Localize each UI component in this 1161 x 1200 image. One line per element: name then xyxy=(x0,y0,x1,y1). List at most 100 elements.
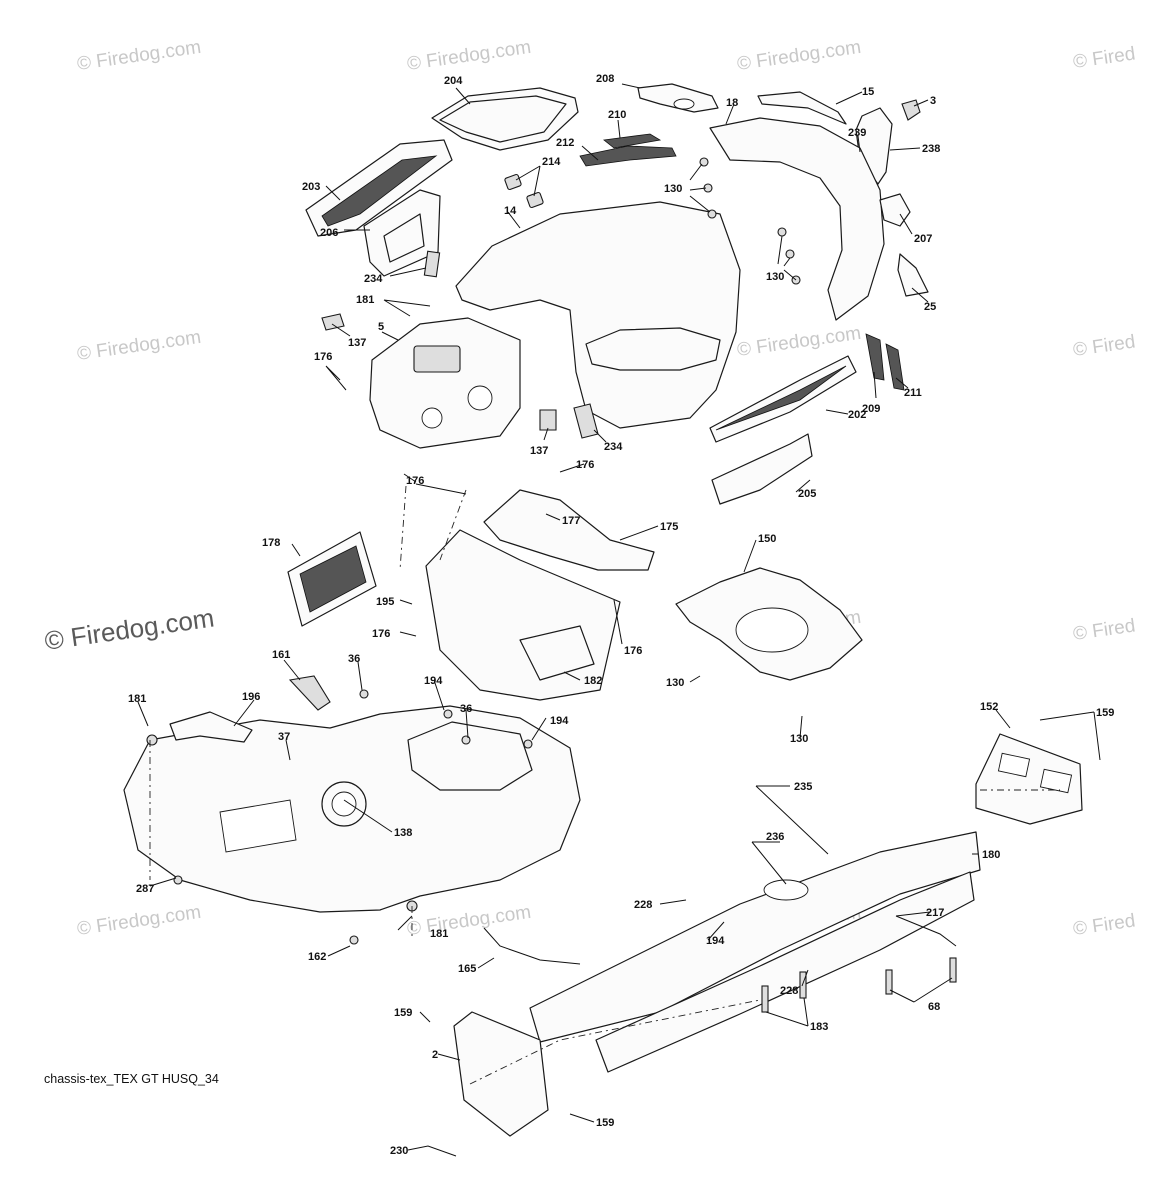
callout-label: 181 xyxy=(356,294,374,306)
assembly-lines xyxy=(149,485,1060,1085)
clip-137 xyxy=(321,313,557,431)
callout-label: 204 xyxy=(444,75,463,87)
callouts: 204 208 15 3 18 210 212 214 239 238 203 … xyxy=(128,73,1114,1157)
watermark: © Firedog.com xyxy=(76,327,203,365)
bumper-152 xyxy=(975,733,1083,825)
callout-label: 159 xyxy=(394,1007,412,1019)
callout-label: 3 xyxy=(930,95,936,107)
bracket-175 xyxy=(483,489,655,571)
callout-label: 36 xyxy=(460,703,472,715)
callout-label: 236 xyxy=(766,831,784,843)
emblem-3 xyxy=(901,99,921,121)
bolts-183-68 xyxy=(761,957,957,1013)
callout-label: 159 xyxy=(1096,707,1114,719)
dashboard-5 xyxy=(369,317,521,449)
callout-label: 203 xyxy=(302,181,320,193)
callout-label: 209 xyxy=(862,403,880,415)
callout-label: 152 xyxy=(980,701,998,713)
callout-label: 2 xyxy=(432,1049,438,1061)
light-housing-207 xyxy=(879,193,911,227)
lower-grille-202 xyxy=(709,355,857,443)
hood-14 xyxy=(455,201,741,429)
bracket-2 xyxy=(453,1011,549,1137)
callout-label: 205 xyxy=(798,488,816,500)
callout-label: 159 xyxy=(596,1117,614,1129)
callout-label: 206 xyxy=(320,227,338,239)
callout-label: 196 xyxy=(242,691,260,703)
callout-label: 176 xyxy=(372,628,390,640)
decal-234 xyxy=(423,250,441,278)
callout-label: 130 xyxy=(666,677,684,689)
callout-label: 195 xyxy=(376,596,394,608)
callout-label: 130 xyxy=(766,271,784,283)
callout-label: 208 xyxy=(596,73,614,85)
leader-lines xyxy=(137,83,1101,1157)
callout-label: 176 xyxy=(624,645,642,657)
grilles-209-211 xyxy=(865,333,905,391)
callout-label: 183 xyxy=(810,1021,828,1033)
callout-label: 182 xyxy=(584,675,602,687)
callout-label: 210 xyxy=(608,109,626,121)
watermark: © Firedog.com xyxy=(406,37,533,75)
callout-label: 130 xyxy=(790,733,808,745)
fender-pan-150 xyxy=(675,567,863,681)
callout-label: 202 xyxy=(848,409,866,421)
rod-165 xyxy=(483,927,581,965)
callout-label: 15 xyxy=(862,86,874,98)
headlight-bracket-203 xyxy=(305,139,453,237)
watermark: © Fired xyxy=(1072,43,1137,73)
trim-25 xyxy=(897,253,929,297)
callout-label: 165 xyxy=(458,963,476,975)
callout-label: 162 xyxy=(308,951,326,963)
frame-180 xyxy=(529,831,981,1073)
callout-label: 176 xyxy=(314,351,332,363)
callout-label: 176 xyxy=(576,459,594,471)
callout-label: 235 xyxy=(794,781,812,793)
watermark: © Firedog.com xyxy=(736,323,863,361)
callout-label: 194 xyxy=(706,935,725,947)
callout-label: 230 xyxy=(390,1145,408,1157)
watermark: © Firedog.com xyxy=(76,902,203,940)
callout-label: 228 xyxy=(634,899,652,911)
rod-217 xyxy=(895,915,957,947)
knob-161 xyxy=(288,675,331,711)
callout-label: 177 xyxy=(562,515,580,527)
callout-label: 238 xyxy=(922,143,940,155)
callout-label: 130 xyxy=(664,183,682,195)
watermark: © Fired xyxy=(1072,331,1137,361)
callout-label: 175 xyxy=(660,521,678,533)
callout-label: 211 xyxy=(904,387,922,399)
callout-label: 228 xyxy=(780,985,798,997)
trim-strip-15 xyxy=(757,91,847,125)
screws-130 xyxy=(699,157,801,285)
callout-label: 176 xyxy=(406,475,424,487)
callout-label: 18 xyxy=(726,97,738,109)
callout-label: 212 xyxy=(556,137,574,149)
callout-label: 194 xyxy=(424,675,443,687)
headlight-trim-208 xyxy=(637,83,719,113)
watermark: © Firedog.com xyxy=(406,902,533,940)
callout-label: 180 xyxy=(982,849,1000,861)
callout-label: 214 xyxy=(542,156,561,168)
watermark: © Firedog.com xyxy=(43,602,216,655)
pedal-196 xyxy=(169,711,253,743)
callout-label: 37 xyxy=(278,731,290,743)
watermark: © Firedog.com xyxy=(76,37,203,75)
bracket-206 xyxy=(363,189,441,277)
callout-label: 68 xyxy=(928,1001,940,1013)
watermark: © Firedog.com xyxy=(736,37,863,75)
watermark: © Fired xyxy=(1072,615,1137,645)
callout-label: 14 xyxy=(504,205,517,217)
front-grille-frame-18 xyxy=(709,117,885,321)
clips-214 xyxy=(504,173,544,209)
callout-label: 181 xyxy=(430,928,448,940)
callout-label: 137 xyxy=(348,337,366,349)
skirt-205 xyxy=(711,433,813,505)
callout-label: 178 xyxy=(262,537,280,549)
callout-label: 137 xyxy=(530,445,548,457)
console-182 xyxy=(425,529,621,701)
callout-label: 287 xyxy=(136,883,154,895)
callout-label: 207 xyxy=(914,233,932,245)
hood-scoop-204 xyxy=(431,87,579,151)
callout-label: 181 xyxy=(128,693,146,705)
